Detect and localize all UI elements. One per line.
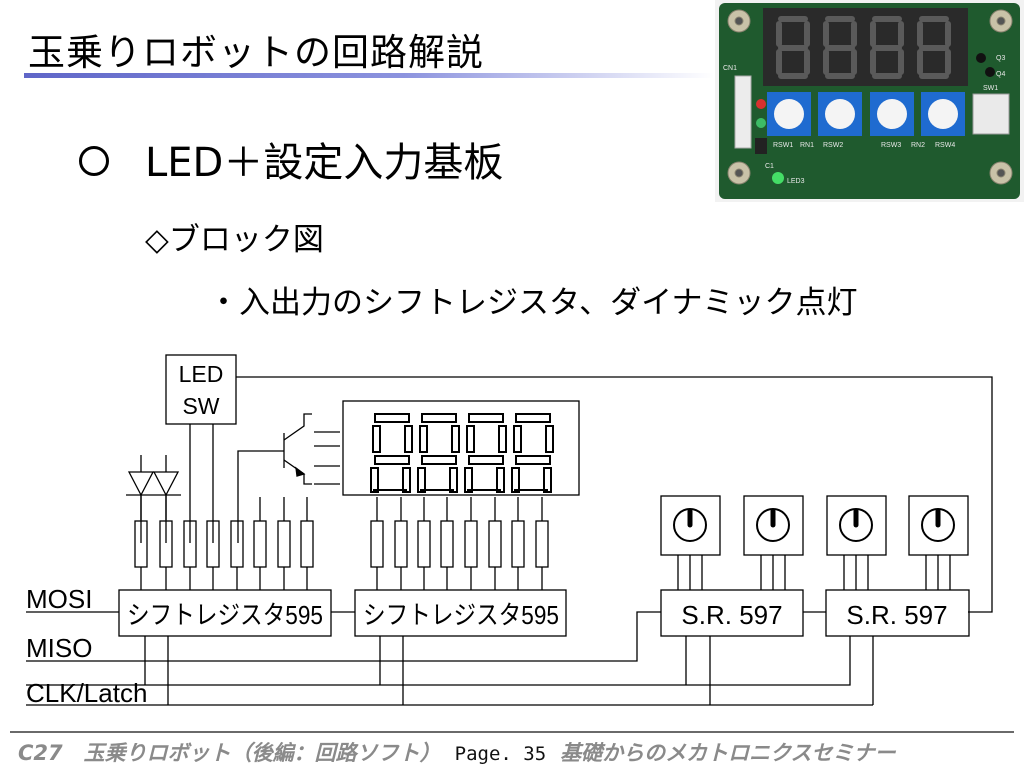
- bullet-shift-register: ・入出力のシフトレジスタ、ダイナミック点灯: [208, 285, 858, 321]
- svg-text:RSW2: RSW2: [823, 142, 843, 149]
- sr597-2: [825, 589, 970, 637]
- pcb-photo: CN1 C1 LED3 RSW1 RN1 RSW2 RSW3 RN2 RSW4 …: [715, 0, 1024, 202]
- footer-course-title: C27 玉乗りロボット（後編：回路ソフト）: [18, 741, 441, 765]
- page-number: Page. 35: [454, 743, 547, 765]
- shift-register-595-2-label: シフトレジスタ595: [363, 600, 559, 630]
- footer-seminar-name: 基礎からのメカトロニクスセミナー: [560, 741, 896, 765]
- led-sw-label-led: LED: [179, 361, 224, 387]
- seven-seg-digits: [370, 413, 554, 493]
- svg-text:CN1: CN1: [723, 65, 737, 72]
- pcb-led3: [772, 172, 784, 184]
- pcb-red-led: [756, 99, 766, 109]
- pcb-push-switch-sw1: [972, 93, 1010, 135]
- pcb-connector-cn1: [734, 75, 752, 149]
- pcb-green-led: [756, 118, 766, 128]
- svg-text:RN1: RN1: [800, 142, 814, 149]
- svg-text:RN2: RN2: [911, 142, 925, 149]
- mounting-holes: [727, 9, 1013, 185]
- resistors-right: [370, 520, 549, 568]
- svg-text:RSW3: RSW3: [881, 142, 901, 149]
- section-heading-text: LED＋設定入力基板: [145, 140, 504, 186]
- signal-miso: MISO: [26, 633, 92, 663]
- sr597-1-label: S.R. 597: [681, 600, 782, 630]
- sr597-2-label: S.R. 597: [846, 600, 947, 630]
- slide-title: 玉乗りロボットの回路解説: [28, 31, 484, 74]
- signal-mosi: MOSI: [26, 584, 92, 614]
- svg-text:RSW4: RSW4: [935, 142, 955, 149]
- bullet-block-diagram: ◇ブロック図: [145, 222, 324, 258]
- svg-text:SW1: SW1: [983, 85, 998, 92]
- svg-text:RSW1: RSW1: [773, 142, 793, 149]
- svg-text:C1: C1: [765, 163, 774, 170]
- led-sw-label-sw: SW: [182, 393, 219, 419]
- pcb-capacitor-c1: [755, 138, 767, 154]
- footer-rule: [10, 731, 1014, 733]
- title-underline: [24, 73, 714, 78]
- svg-text:Q4: Q4: [996, 71, 1005, 78]
- svg-text:LED3: LED3: [787, 178, 805, 185]
- seven-seg-display-box: [342, 400, 580, 496]
- led-sw-box: [165, 354, 237, 425]
- resistors-left: [134, 520, 314, 568]
- footer: C27 玉乗りロボット（後編：回路ソフト） Page. 35 基礎からのメカトロニク…: [18, 737, 896, 767]
- pcb-rotary-switches: [767, 92, 965, 136]
- circle-bullet-icon: [79, 146, 109, 176]
- signal-clk-latch: CLK/Latch: [26, 678, 147, 708]
- sr597-1: [660, 589, 804, 637]
- shift-register-595-1-label: シフトレジスタ595: [127, 600, 323, 630]
- section-heading: LED＋設定入力基板: [75, 130, 503, 188]
- block-diagram: LED SW シフトレジスタ595 シフトレジスタ595 S.R. 597 S.…: [26, 354, 993, 708]
- shift-register-595-2: [354, 589, 567, 637]
- shift-register-595-1: [118, 589, 332, 637]
- svg-text:Q3: Q3: [996, 55, 1005, 62]
- potentiometers: [660, 495, 969, 556]
